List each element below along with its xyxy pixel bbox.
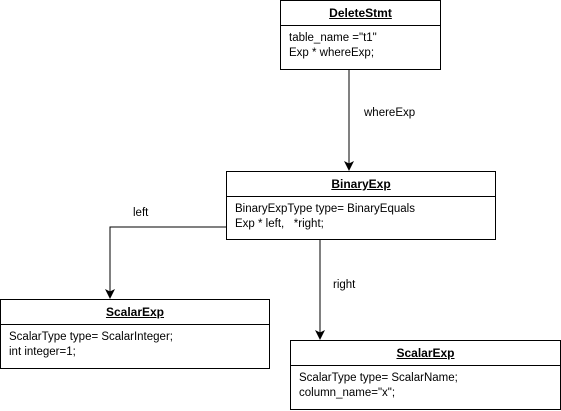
node-scalar-exp-right[interactable]: ScalarExp ScalarType type= ScalarName; c… [290, 340, 561, 410]
node-body: ScalarType type= ScalarName; column_name… [291, 366, 560, 400]
node-binary-exp[interactable]: BinaryExp BinaryExpType type= BinaryEqua… [226, 171, 496, 240]
edge-left-arrow [105, 226, 226, 299]
node-attribute: table_name ="t1" [289, 32, 377, 44]
node-title: ScalarExp [1, 300, 269, 325]
node-body: BinaryExpType type= BinaryEquals Exp * l… [227, 197, 495, 231]
node-scalar-exp-left[interactable]: ScalarExp ScalarType type= ScalarInteger… [0, 299, 270, 369]
edge-label-left: left [133, 207, 149, 219]
node-attribute: ScalarType type= ScalarName; [299, 372, 458, 384]
edge-label-right: right [333, 279, 356, 291]
edge-label-whereexp: whereExp [364, 107, 416, 119]
node-title: DeleteStmt [281, 1, 440, 26]
node-attribute: Exp * left, *right; [235, 217, 324, 230]
node-title: BinaryExp [227, 172, 495, 197]
node-attribute: column_name="x"; [299, 386, 396, 399]
node-attribute: ScalarType type= ScalarInteger; [9, 331, 173, 343]
node-delete-stmt[interactable]: DeleteStmt table_name ="t1" Exp * whereE… [280, 0, 441, 70]
node-attribute: int integer=1; [9, 345, 76, 358]
node-attribute: Exp * whereExp; [289, 46, 375, 59]
node-body: table_name ="t1" Exp * whereExp; [281, 26, 440, 60]
node-attribute: BinaryExpType type= BinaryEquals [235, 203, 415, 215]
node-title: ScalarExp [291, 341, 560, 366]
node-body: ScalarType type= ScalarInteger; int inte… [1, 325, 269, 359]
